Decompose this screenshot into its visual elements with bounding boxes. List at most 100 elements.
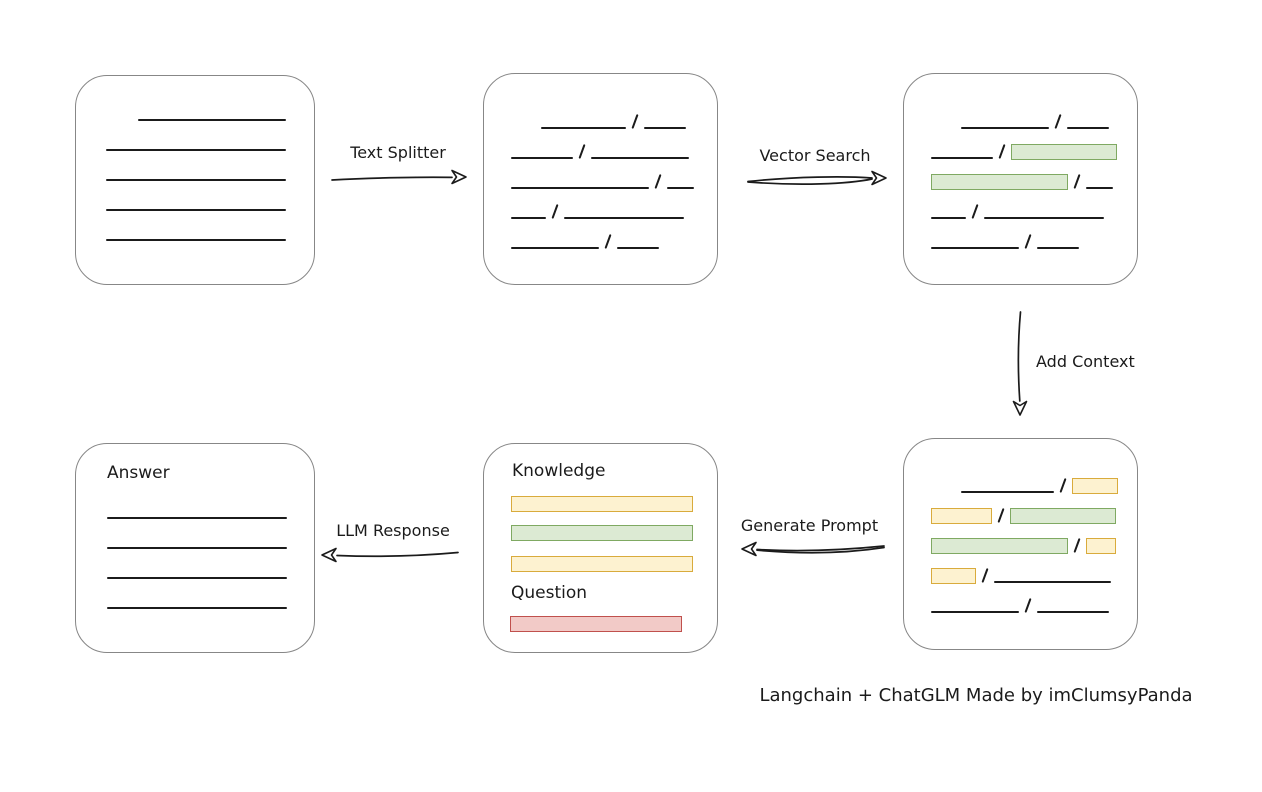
text-line-row [76, 489, 314, 519]
document-lines [76, 91, 314, 241]
text-line-row [76, 549, 314, 579]
text-line [1037, 247, 1080, 249]
slash-divider [1073, 174, 1081, 189]
text-line [961, 491, 1054, 493]
text-line-row [76, 211, 314, 241]
credit-caption: Langchain + ChatGLM Made by imClumsyPand… [759, 685, 1193, 706]
slash-divider [578, 144, 586, 159]
text-line [107, 517, 287, 519]
generate-prompt-label: Generate Prompt [740, 516, 879, 535]
yellow-highlight-bar [1072, 478, 1119, 494]
add-context-arrow [1012, 311, 1028, 416]
vector-search-label: Vector Search [759, 146, 871, 165]
green-highlight-bar [1010, 508, 1117, 524]
text-line [106, 179, 286, 181]
text-line-row [904, 493, 1137, 524]
text-line [106, 149, 286, 151]
text-line-row [484, 99, 717, 129]
add-context-label: Add Context [1036, 352, 1135, 371]
text-line-row [484, 189, 717, 219]
knowledge-bar-1 [511, 496, 693, 512]
answer-lines [76, 489, 314, 609]
text-line-row [484, 159, 717, 189]
text-line [511, 217, 546, 219]
slash-divider [1024, 234, 1032, 249]
answer-box: Answer [75, 443, 315, 653]
text-line [591, 157, 690, 159]
knowledge-bar-2 [511, 525, 693, 541]
slash-divider [1024, 598, 1032, 613]
text-line [617, 247, 660, 249]
text-line [511, 187, 649, 189]
slash-divider [971, 204, 979, 219]
slash-divider [997, 508, 1005, 523]
text-line [1037, 611, 1110, 613]
text-line [138, 119, 286, 121]
text-line [1067, 127, 1110, 129]
text-line-row [76, 579, 314, 609]
context-lines [904, 463, 1137, 613]
text-line [994, 581, 1112, 583]
vector-search-arrow [747, 170, 887, 186]
text-line-row [904, 129, 1137, 160]
text-line [961, 127, 1049, 129]
text-line-row [484, 129, 717, 159]
slash-divider [1054, 114, 1062, 129]
slash-divider [631, 114, 639, 129]
green-highlight-bar [931, 538, 1068, 554]
llm-response-label: LLM Response [336, 521, 450, 540]
slash-divider [654, 174, 662, 189]
text-line [511, 247, 599, 249]
split-chunks-box [483, 73, 718, 285]
green-highlight-bar [931, 174, 1068, 190]
yellow-highlight-bar [931, 568, 976, 584]
green-highlight-bar [1011, 144, 1118, 160]
text-line-row [904, 583, 1137, 613]
text-line-row [76, 181, 314, 211]
vector-match-lines [904, 99, 1137, 249]
text-line-row [904, 463, 1137, 494]
chunk-lines [484, 99, 717, 249]
text-line-row [904, 189, 1137, 219]
slash-divider [981, 568, 989, 583]
text-line [931, 611, 1019, 613]
text-line-row [904, 99, 1137, 129]
text-line [511, 157, 573, 159]
text-line [107, 547, 287, 549]
text-line [107, 607, 287, 609]
llm-response-arrow [321, 547, 459, 563]
vector-matches-box [903, 73, 1138, 285]
text-line-row [484, 219, 717, 249]
slash-divider [1073, 538, 1081, 553]
text-line [541, 127, 626, 129]
text-line [644, 127, 687, 129]
text-line [106, 239, 286, 241]
slash-divider [604, 234, 612, 249]
text-line [931, 157, 993, 159]
text-line-row [76, 151, 314, 181]
text-line [564, 217, 685, 219]
knowledge-bar-3 [511, 556, 693, 572]
knowledge-label: Knowledge [512, 461, 606, 481]
text-line [1086, 187, 1114, 189]
text-line-row [76, 121, 314, 151]
question-bar [510, 616, 682, 632]
text-line [107, 577, 287, 579]
text-line [667, 187, 695, 189]
text-line-row [76, 91, 314, 121]
slash-divider [551, 204, 559, 219]
text-splitter-label: Text Splitter [350, 143, 446, 162]
generate-prompt-arrow [741, 541, 885, 557]
context-chunks-box [903, 438, 1138, 650]
document-box [75, 75, 315, 285]
slash-divider [1059, 478, 1067, 493]
text-line-row [76, 519, 314, 549]
text-line-row [904, 523, 1137, 554]
slash-divider [998, 144, 1006, 159]
text-line-row [904, 219, 1137, 249]
text-line [984, 217, 1105, 219]
yellow-highlight-bar [931, 508, 992, 524]
text-splitter-arrow [331, 169, 467, 185]
yellow-highlight-bar [1086, 538, 1117, 554]
